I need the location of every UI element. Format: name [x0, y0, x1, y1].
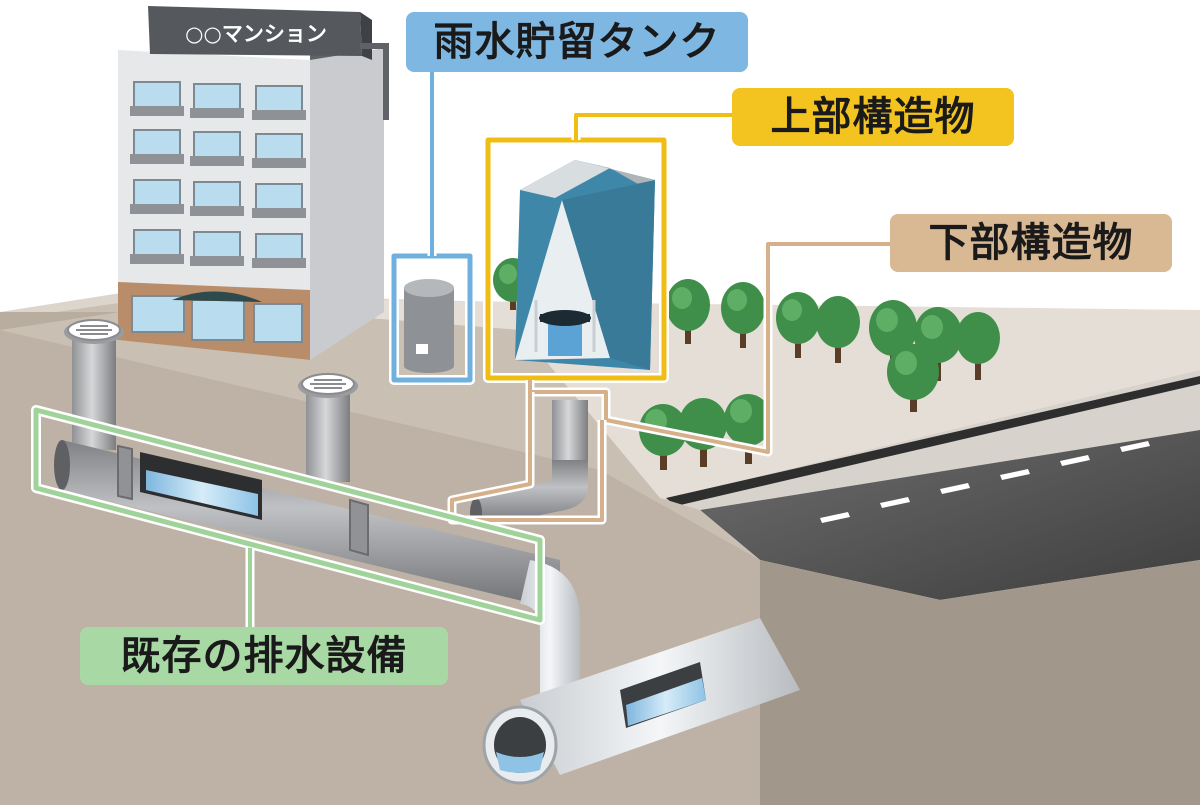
building-sign: ○○マンション [185, 22, 327, 46]
soil-side [760, 560, 1200, 805]
existing-drainage-label: 既存の排水設備 [80, 627, 448, 685]
manhole-icon [64, 319, 358, 482]
pipe-icon [54, 440, 800, 785]
building-icon [118, 6, 389, 360]
water-tank-icon [404, 279, 454, 373]
lower-structure-label: 下部構造物 [890, 214, 1172, 272]
toilet-tent-icon [515, 160, 655, 370]
road-icon [660, 370, 1200, 600]
existing-drainage-callout [31, 405, 545, 627]
lower-structure-callout [447, 239, 890, 525]
rain-tank-label: 雨水貯留タンク [406, 12, 748, 72]
upper-structure-callout [483, 110, 732, 383]
upper-structure-label: 上部構造物 [732, 88, 1014, 146]
rain-tank-callout [389, 72, 475, 385]
